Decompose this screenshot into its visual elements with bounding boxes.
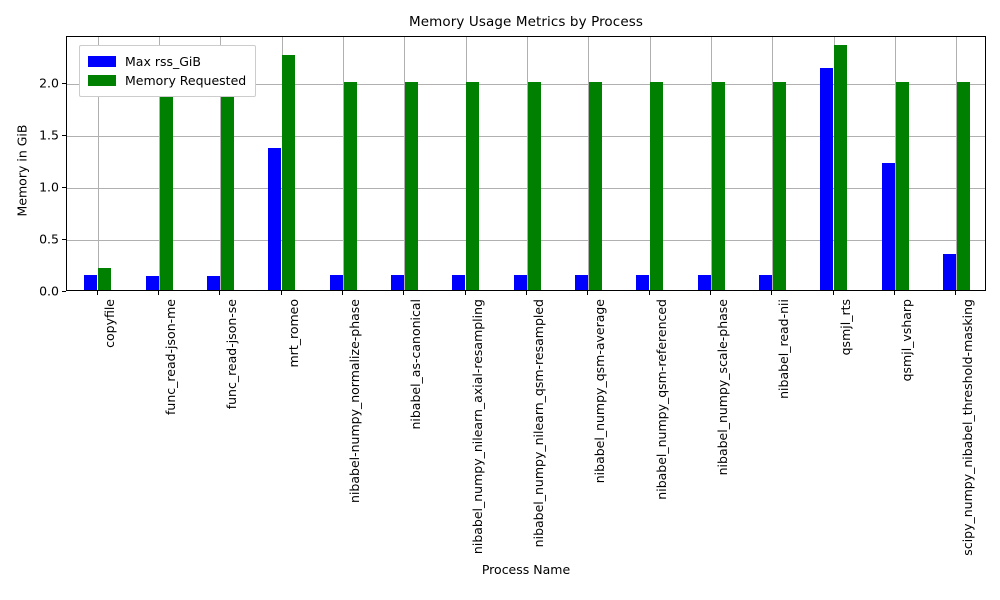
bar — [84, 274, 98, 290]
y-tick-label: 1.0 — [39, 179, 59, 195]
bar — [206, 275, 220, 290]
x-tick-label: nibabel_as-canonical — [408, 299, 424, 430]
bar — [159, 81, 173, 290]
y-tick-mark — [62, 291, 66, 293]
bar — [650, 81, 664, 290]
gridline-horizontal — [67, 187, 985, 189]
x-tick-label: nibabel_numpy_nilearn_axial-resampling — [469, 299, 485, 555]
x-tick-mark — [771, 291, 773, 295]
gridline-vertical — [404, 37, 405, 290]
bar — [220, 81, 234, 290]
legend-item-label: Max rss_GiB — [125, 54, 201, 69]
gridline-vertical — [772, 37, 773, 290]
legend-item-label: Memory Requested — [125, 73, 247, 88]
x-tick-mark — [97, 291, 99, 295]
x-tick-label: nibabel-numpy_normalize-phase — [347, 299, 362, 503]
legend-swatch-icon — [88, 75, 116, 86]
legend-swatch-icon — [88, 56, 116, 67]
gridline-horizontal — [67, 83, 985, 85]
x-tick-label: scipy_numpy_nibabel_threshold-masking — [960, 299, 976, 556]
bar — [758, 274, 772, 290]
bar — [881, 162, 895, 290]
x-tick-mark — [526, 291, 528, 295]
legend-item[interactable]: Memory Requested — [88, 71, 246, 90]
bar — [268, 147, 282, 290]
bar — [834, 45, 848, 290]
bar — [98, 268, 112, 290]
bar — [588, 81, 602, 290]
plot-area: Max rss_GiB Memory Requested — [66, 36, 986, 291]
x-tick-mark — [342, 291, 344, 295]
gridline-horizontal — [67, 135, 985, 137]
x-tick-label: qsmjl_rts — [837, 299, 853, 356]
y-tick-mark — [62, 186, 66, 188]
bar — [574, 274, 588, 290]
x-tick-mark — [281, 291, 283, 295]
y-tick-label: 0.0 — [39, 283, 59, 299]
x-tick-label: func_read-json-se — [224, 299, 240, 410]
gridline-vertical — [98, 37, 99, 290]
gridline-horizontal — [67, 239, 985, 241]
gridline-vertical — [588, 37, 589, 290]
bar — [527, 81, 541, 290]
bar — [942, 254, 956, 290]
x-tick-label: mrt_romeo — [285, 299, 301, 368]
bar — [343, 81, 357, 290]
x-tick-mark — [894, 291, 896, 295]
x-axis-label: Process Name — [481, 562, 571, 577]
x-tick-label: nibabel_numpy_scale-phase — [715, 299, 730, 476]
bar — [145, 275, 159, 290]
x-tick-label: qsmjl_vsharp — [899, 299, 914, 382]
bar — [513, 274, 527, 290]
bar — [636, 274, 650, 290]
chart-legend: Max rss_GiB Memory Requested — [79, 45, 257, 97]
x-tick-mark — [649, 291, 651, 295]
x-tick-mark — [710, 291, 712, 295]
x-tick-mark — [219, 291, 221, 295]
bar — [956, 81, 970, 290]
x-tick-label: nibabel_numpy_nilearn_qsm-resampled — [531, 299, 546, 548]
x-tick-label: nibabel_read-nii — [776, 299, 792, 399]
x-tick-mark — [955, 291, 957, 295]
x-tick-label: func_read-json-me — [163, 299, 178, 415]
bar — [452, 274, 466, 290]
bar — [282, 54, 296, 290]
y-tick-label: 1.5 — [39, 127, 59, 143]
gridline-vertical — [956, 37, 957, 290]
bar — [820, 68, 834, 290]
bar — [697, 274, 711, 290]
y-tick-mark — [62, 238, 66, 241]
gridline-vertical — [220, 37, 221, 290]
bar — [711, 81, 725, 290]
bar — [329, 274, 343, 290]
y-tick-label: 2.0 — [39, 75, 59, 91]
legend-item[interactable]: Max rss_GiB — [88, 52, 246, 71]
x-tick-mark — [465, 291, 467, 295]
bar — [404, 81, 418, 290]
bar — [466, 81, 480, 290]
y-tick-mark — [62, 134, 66, 136]
x-tick-label: nibabel_numpy_qsm-average — [592, 299, 608, 484]
x-tick-mark — [158, 291, 160, 295]
x-tick-mark — [403, 291, 405, 295]
bar — [772, 81, 786, 290]
x-tick-label: copyfile — [101, 299, 117, 348]
bar — [390, 274, 404, 290]
x-tick-mark — [587, 291, 589, 295]
page-title: Memory Usage Metrics by Process — [408, 14, 643, 30]
bar — [895, 81, 909, 290]
x-tick-mark — [833, 291, 835, 295]
y-tick-label: 0.5 — [39, 231, 59, 247]
y-tick-mark — [62, 82, 66, 84]
x-tick-label: nibabel_numpy_qsm-referenced — [653, 299, 669, 500]
y-axis-label: Memory in GiB — [14, 124, 30, 217]
